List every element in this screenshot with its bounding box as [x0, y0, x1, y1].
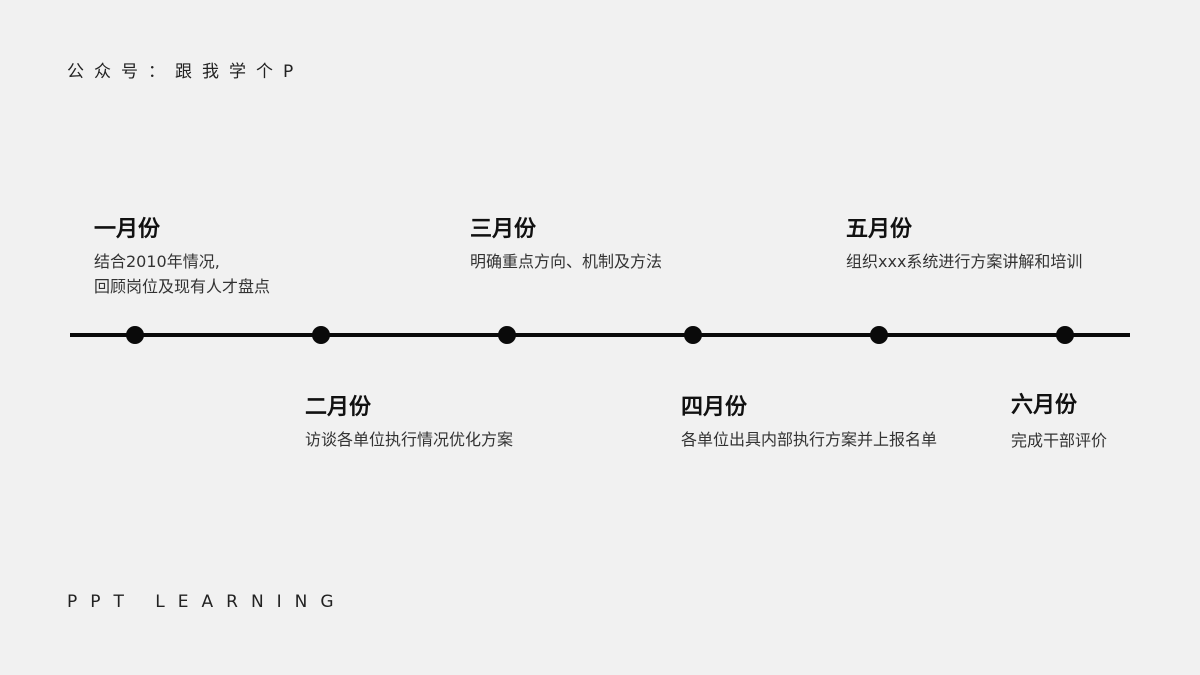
timeline-event-5: 五月份 组织xxx系统进行方案讲解和培训: [846, 215, 1082, 274]
event-description: 结合2010年情况, 回顾岗位及现有人才盘点: [94, 249, 270, 299]
event-description-line: 完成干部评价: [1011, 431, 1108, 450]
event-description: 各单位出具内部执行方案并上报名单: [681, 427, 937, 452]
event-title: 一月份: [94, 217, 161, 242]
timeline-dot-2: [312, 326, 330, 344]
event-description-line: 访谈各单位执行情况优化方案: [305, 430, 514, 449]
timeline-dot-5: [870, 326, 888, 344]
timeline-event-1: 一月份 结合2010年情况, 回顾岗位及现有人才盘点: [94, 215, 270, 299]
timeline-dot-1: [126, 326, 144, 344]
timeline-dot-6: [1056, 326, 1074, 344]
event-title: 五月份: [846, 217, 913, 242]
event-description-line: 结合2010年情况,: [94, 252, 220, 271]
timeline-event-6: 六月份 完成干部评价: [1011, 391, 1107, 453]
event-title: 三月份: [470, 217, 537, 242]
event-title: 六月份: [1011, 393, 1078, 418]
timeline-event-2: 二月份 访谈各单位执行情况优化方案: [305, 393, 513, 452]
event-description-line: 回顾岗位及现有人才盘点: [94, 277, 271, 296]
timeline-line: [70, 333, 1130, 337]
footer-brand: PPT LEARNING: [67, 592, 347, 612]
event-description-line: 组织xxx系统进行方案讲解和培训: [846, 252, 1083, 271]
timeline-event-4: 四月份 各单位出具内部执行方案并上报名单: [681, 393, 937, 452]
header-brand: 公众号：跟我学个P: [67, 62, 304, 82]
event-description: 完成干部评价: [1011, 428, 1107, 453]
event-description: 访谈各单位执行情况优化方案: [305, 427, 513, 452]
event-description-line: 明确重点方向、机制及方法: [470, 252, 663, 271]
event-title: 四月份: [681, 395, 748, 420]
timeline-dot-4: [684, 326, 702, 344]
event-description-line: 各单位出具内部执行方案并上报名单: [681, 430, 938, 449]
timeline-event-3: 三月份 明确重点方向、机制及方法: [470, 215, 662, 274]
event-description: 组织xxx系统进行方案讲解和培训: [846, 249, 1082, 274]
event-title: 二月份: [305, 395, 372, 420]
event-description: 明确重点方向、机制及方法: [470, 249, 662, 274]
timeline-dot-3: [498, 326, 516, 344]
